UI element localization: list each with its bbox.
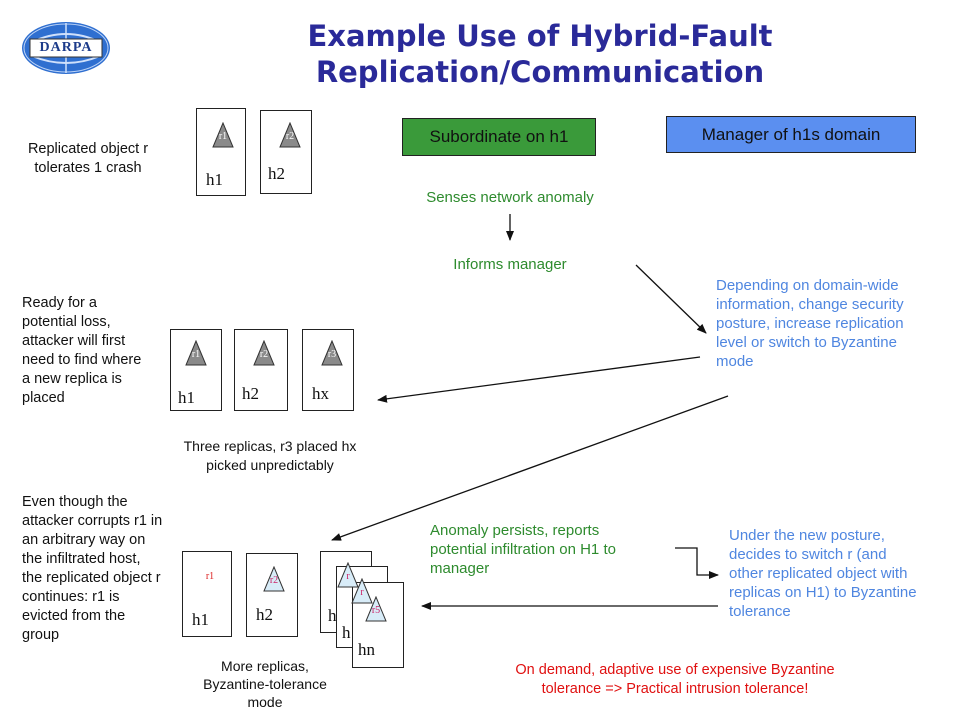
row1-host-box: [260, 110, 312, 194]
caption-line: picked unpredictably: [206, 457, 334, 473]
note-line: Ready for a: [22, 295, 97, 311]
replica-label: r2: [259, 349, 269, 360]
replica-triangle-icon: [185, 340, 207, 366]
row2-host-box: [302, 329, 354, 411]
row2-caption: Three replicas, r3 placed hx picked unpr…: [160, 437, 380, 475]
note-line: attacker will first: [22, 333, 126, 349]
row3-host-box: [246, 553, 298, 637]
step-line: level or switch to Byzantine: [716, 334, 897, 351]
row3-host-box: [182, 551, 232, 637]
replica-label: r1: [218, 131, 228, 142]
caption-line: Three replicas, r3 placed hx: [183, 438, 357, 454]
note-attacker-corrupts: Even though the attacker corrupts r1 in …: [22, 493, 182, 645]
host-label: h: [342, 623, 351, 642]
note-line: continues: r1 is: [22, 589, 120, 605]
title-line-1: Example Use of Hybrid-Fault: [307, 19, 773, 53]
step-informs-manager: Informs manager: [453, 256, 567, 273]
subordinate-header: Subordinate on h1: [402, 118, 596, 156]
replica-triangle-icon: [199, 562, 221, 588]
step-line: decides to switch r (and: [729, 546, 887, 563]
replica-label: r3: [327, 349, 337, 360]
step-line: mode: [716, 353, 754, 370]
step-line: Anomaly persists, reports: [430, 522, 600, 539]
step-line: replicas on H1) to Byzantine: [729, 584, 917, 601]
replica-triangle-icon: [321, 340, 343, 366]
note-line: group: [22, 627, 60, 643]
host-label: h1: [192, 610, 209, 629]
step-line: other replicated object with: [729, 565, 908, 582]
caption-line: mode: [247, 694, 283, 710]
host-label: hn: [358, 640, 375, 659]
note-line: placed: [22, 390, 65, 406]
replica-label: r5: [371, 605, 381, 616]
replica-triangle-icon: [365, 596, 387, 622]
replica-triangle-icon: [263, 566, 285, 592]
host-label: h2: [242, 384, 259, 403]
step-anomaly-persists: Anomaly persists, reports potential infi…: [430, 521, 680, 578]
host-label: h2: [256, 605, 273, 624]
note-replicated-object: Replicated object r tolerates 1 crash: [18, 140, 158, 178]
manager-header-label: Manager of h1s domain: [701, 124, 881, 144]
host-label: h1: [206, 170, 223, 189]
note-line: an arbitrary way on: [22, 532, 146, 548]
replica-label: r2: [269, 575, 279, 586]
manager-header: Manager of h1s domain: [666, 116, 916, 153]
replica-label: r: [346, 571, 350, 582]
host-label: h: [328, 606, 337, 625]
replica-triangle-icon: [212, 122, 234, 148]
caption-line: More replicas,: [221, 658, 309, 674]
host-label: h1: [178, 388, 195, 407]
note-ready-for-loss: Ready for a potential loss, attacker wil…: [22, 294, 172, 408]
footer-line: tolerance => Practical intrusion toleran…: [541, 681, 809, 697]
manager-change-posture: Depending on domain-wide information, ch…: [716, 276, 951, 371]
title-line-2: Replication/Communication: [315, 55, 765, 89]
step-line: potential infiltration on H1 to: [430, 541, 616, 558]
note-line: potential loss,: [22, 314, 111, 330]
caption-line: Byzantine-tolerance: [203, 676, 327, 692]
note-line: evicted from the: [22, 608, 126, 624]
replica-label: r1: [205, 571, 215, 582]
footer-note: On demand, adaptive use of expensive Byz…: [470, 661, 880, 699]
host-label: hx: [312, 384, 329, 403]
host-label: h2: [268, 164, 285, 183]
arrow-manager-to-row3: [331, 395, 729, 541]
note-line: a new replica is: [22, 371, 122, 387]
note-line: tolerates 1 crash: [34, 160, 142, 176]
step-line: posture, increase replication: [716, 315, 904, 332]
subordinate-header-label: Subordinate on h1: [429, 127, 569, 146]
step-line: Under the new posture,: [729, 527, 885, 544]
arrow-persists-to-manager: [675, 547, 719, 579]
step-line: Depending on domain-wide: [716, 277, 899, 294]
arrow-manager-to-row2: [377, 356, 701, 403]
replica-triangle-icon: [351, 578, 373, 604]
note-line: the infiltrated host,: [22, 551, 141, 567]
row3-caption: More replicas, Byzantine-tolerance mode: [180, 657, 350, 711]
note-line: Replicated object r: [27, 141, 149, 157]
manager-switch-byzantine: Under the new posture, decides to switch…: [729, 526, 954, 621]
replica-label: r: [360, 587, 364, 598]
replica-label: r1: [191, 349, 201, 360]
note-line: the replicated object r: [22, 570, 161, 586]
darpa-logo-graphic: [22, 22, 110, 74]
step-line: tolerance: [729, 603, 791, 620]
note-line: Even though the: [22, 494, 128, 510]
replica-triangle-icon: [337, 562, 359, 588]
note-line: attacker corrupts r1 in: [22, 513, 163, 529]
replica-label: r2: [285, 131, 295, 142]
replica-triangle-icon: [253, 340, 275, 366]
step-senses-anomaly: Senses network anomaly: [426, 189, 594, 206]
darpa-logo: DARPA: [20, 20, 112, 76]
page-title: Example Use of Hybrid-Fault Replication/…: [220, 18, 860, 90]
step-line: information, change security: [716, 296, 904, 313]
darpa-logo-text: DARPA: [39, 40, 93, 55]
row2-host-box: [234, 329, 288, 411]
note-line: need to find where: [22, 352, 142, 368]
row1-host-box: [196, 108, 246, 196]
footer-line: On demand, adaptive use of expensive Byz…: [515, 662, 835, 678]
arrow-informs-to-manager: [635, 264, 707, 334]
replica-triangle-icon: [279, 122, 301, 148]
step-line: manager: [430, 560, 490, 577]
